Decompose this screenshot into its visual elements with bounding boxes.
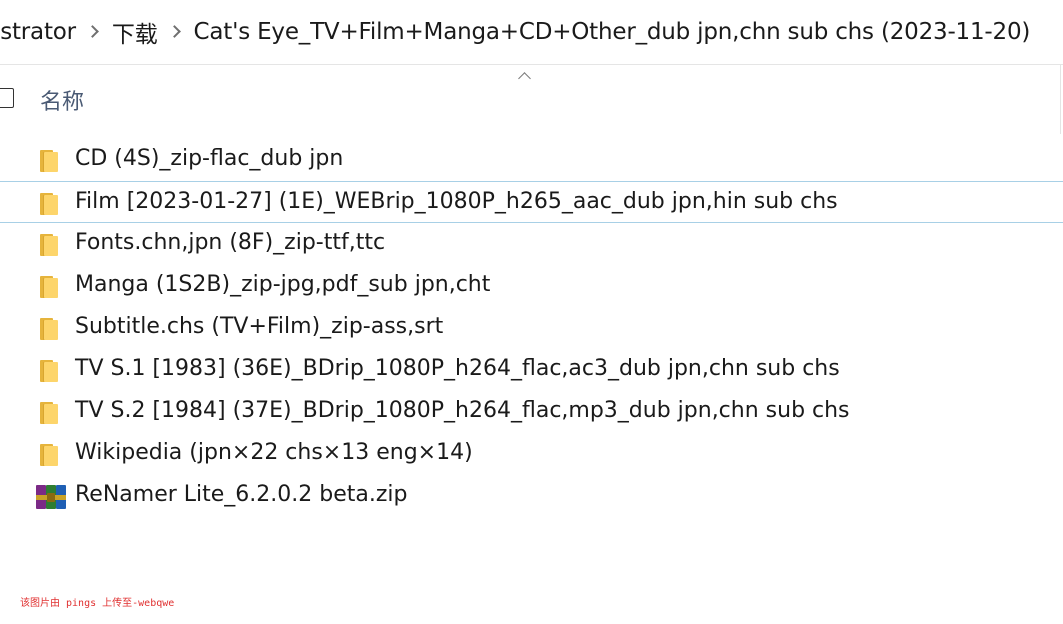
list-item[interactable]: Film [2023-01-27] (1E)_WEBrip_1080P_h265… — [0, 181, 1063, 223]
folder-icon — [36, 400, 66, 426]
file-name: ReNamer Lite_6.2.0.2 beta.zip — [75, 482, 408, 507]
file-name: Wikipedia (jpn×22 chs×13 eng×14) — [75, 440, 473, 465]
list-item[interactable]: TV S.1 [1983] (36E)_BDrip_1080P_h264_fla… — [0, 349, 1063, 391]
chevron-right-icon[interactable] — [158, 22, 194, 42]
file-list: CD (4S)_zip-flac_dub jpn Film [2023-01-2… — [0, 139, 1063, 517]
chevron-right-icon[interactable] — [76, 22, 112, 42]
list-item[interactable]: Wikipedia (jpn×22 chs×13 eng×14) — [0, 433, 1063, 475]
breadcrumb-item-current-folder[interactable]: Cat's Eye_TV+Film+Manga+CD+Other_dub jpn… — [193, 19, 1031, 45]
column-header-name[interactable]: 名称 — [40, 90, 85, 115]
list-item[interactable]: Fonts.chn,jpn (8F)_zip-ttf,ttc — [0, 223, 1063, 265]
folder-icon — [36, 148, 66, 174]
folder-icon — [36, 358, 66, 384]
list-item[interactable]: CD (4S)_zip-flac_dub jpn — [0, 139, 1063, 181]
select-all-checkbox[interactable] — [0, 88, 14, 108]
winrar-archive-icon — [36, 484, 66, 510]
breadcrumb: istrator 下载 Cat's Eye_TV+Film+Manga+CD+O… — [0, 0, 1063, 65]
file-name: CD (4S)_zip-flac_dub jpn — [75, 146, 344, 171]
file-name: Film [2023-01-27] (1E)_WEBrip_1080P_h265… — [75, 189, 838, 214]
file-name: TV S.1 [1983] (36E)_BDrip_1080P_h264_fla… — [75, 356, 840, 381]
folder-icon — [36, 316, 66, 342]
list-item[interactable]: Manga (1S2B)_zip-jpg,pdf_sub jpn,cht — [0, 265, 1063, 307]
column-divider — [1060, 64, 1061, 134]
list-item[interactable]: ReNamer Lite_6.2.0.2 beta.zip — [0, 475, 1063, 517]
file-name: Subtitle.chs (TV+Film)_zip-ass,srt — [75, 314, 444, 339]
watermark-text: 该图片由 pings 上传至-webqwe — [20, 598, 175, 609]
breadcrumb-item-administrator[interactable]: istrator — [0, 19, 76, 45]
folder-icon — [36, 232, 66, 258]
folder-icon — [36, 442, 66, 468]
list-item[interactable]: Subtitle.chs (TV+Film)_zip-ass,srt — [0, 307, 1063, 349]
file-name: TV S.2 [1984] (37E)_BDrip_1080P_h264_fla… — [75, 398, 850, 423]
sort-ascending-icon — [517, 70, 533, 82]
list-item[interactable]: TV S.2 [1984] (37E)_BDrip_1080P_h264_fla… — [0, 391, 1063, 433]
breadcrumb-item-downloads[interactable]: 下载 — [111, 22, 158, 48]
file-name: Manga (1S2B)_zip-jpg,pdf_sub jpn,cht — [75, 272, 491, 297]
column-header-row: 名称 — [0, 64, 1063, 136]
file-name: Fonts.chn,jpn (8F)_zip-ttf,ttc — [75, 230, 386, 255]
folder-icon — [36, 191, 66, 217]
folder-icon — [36, 274, 66, 300]
